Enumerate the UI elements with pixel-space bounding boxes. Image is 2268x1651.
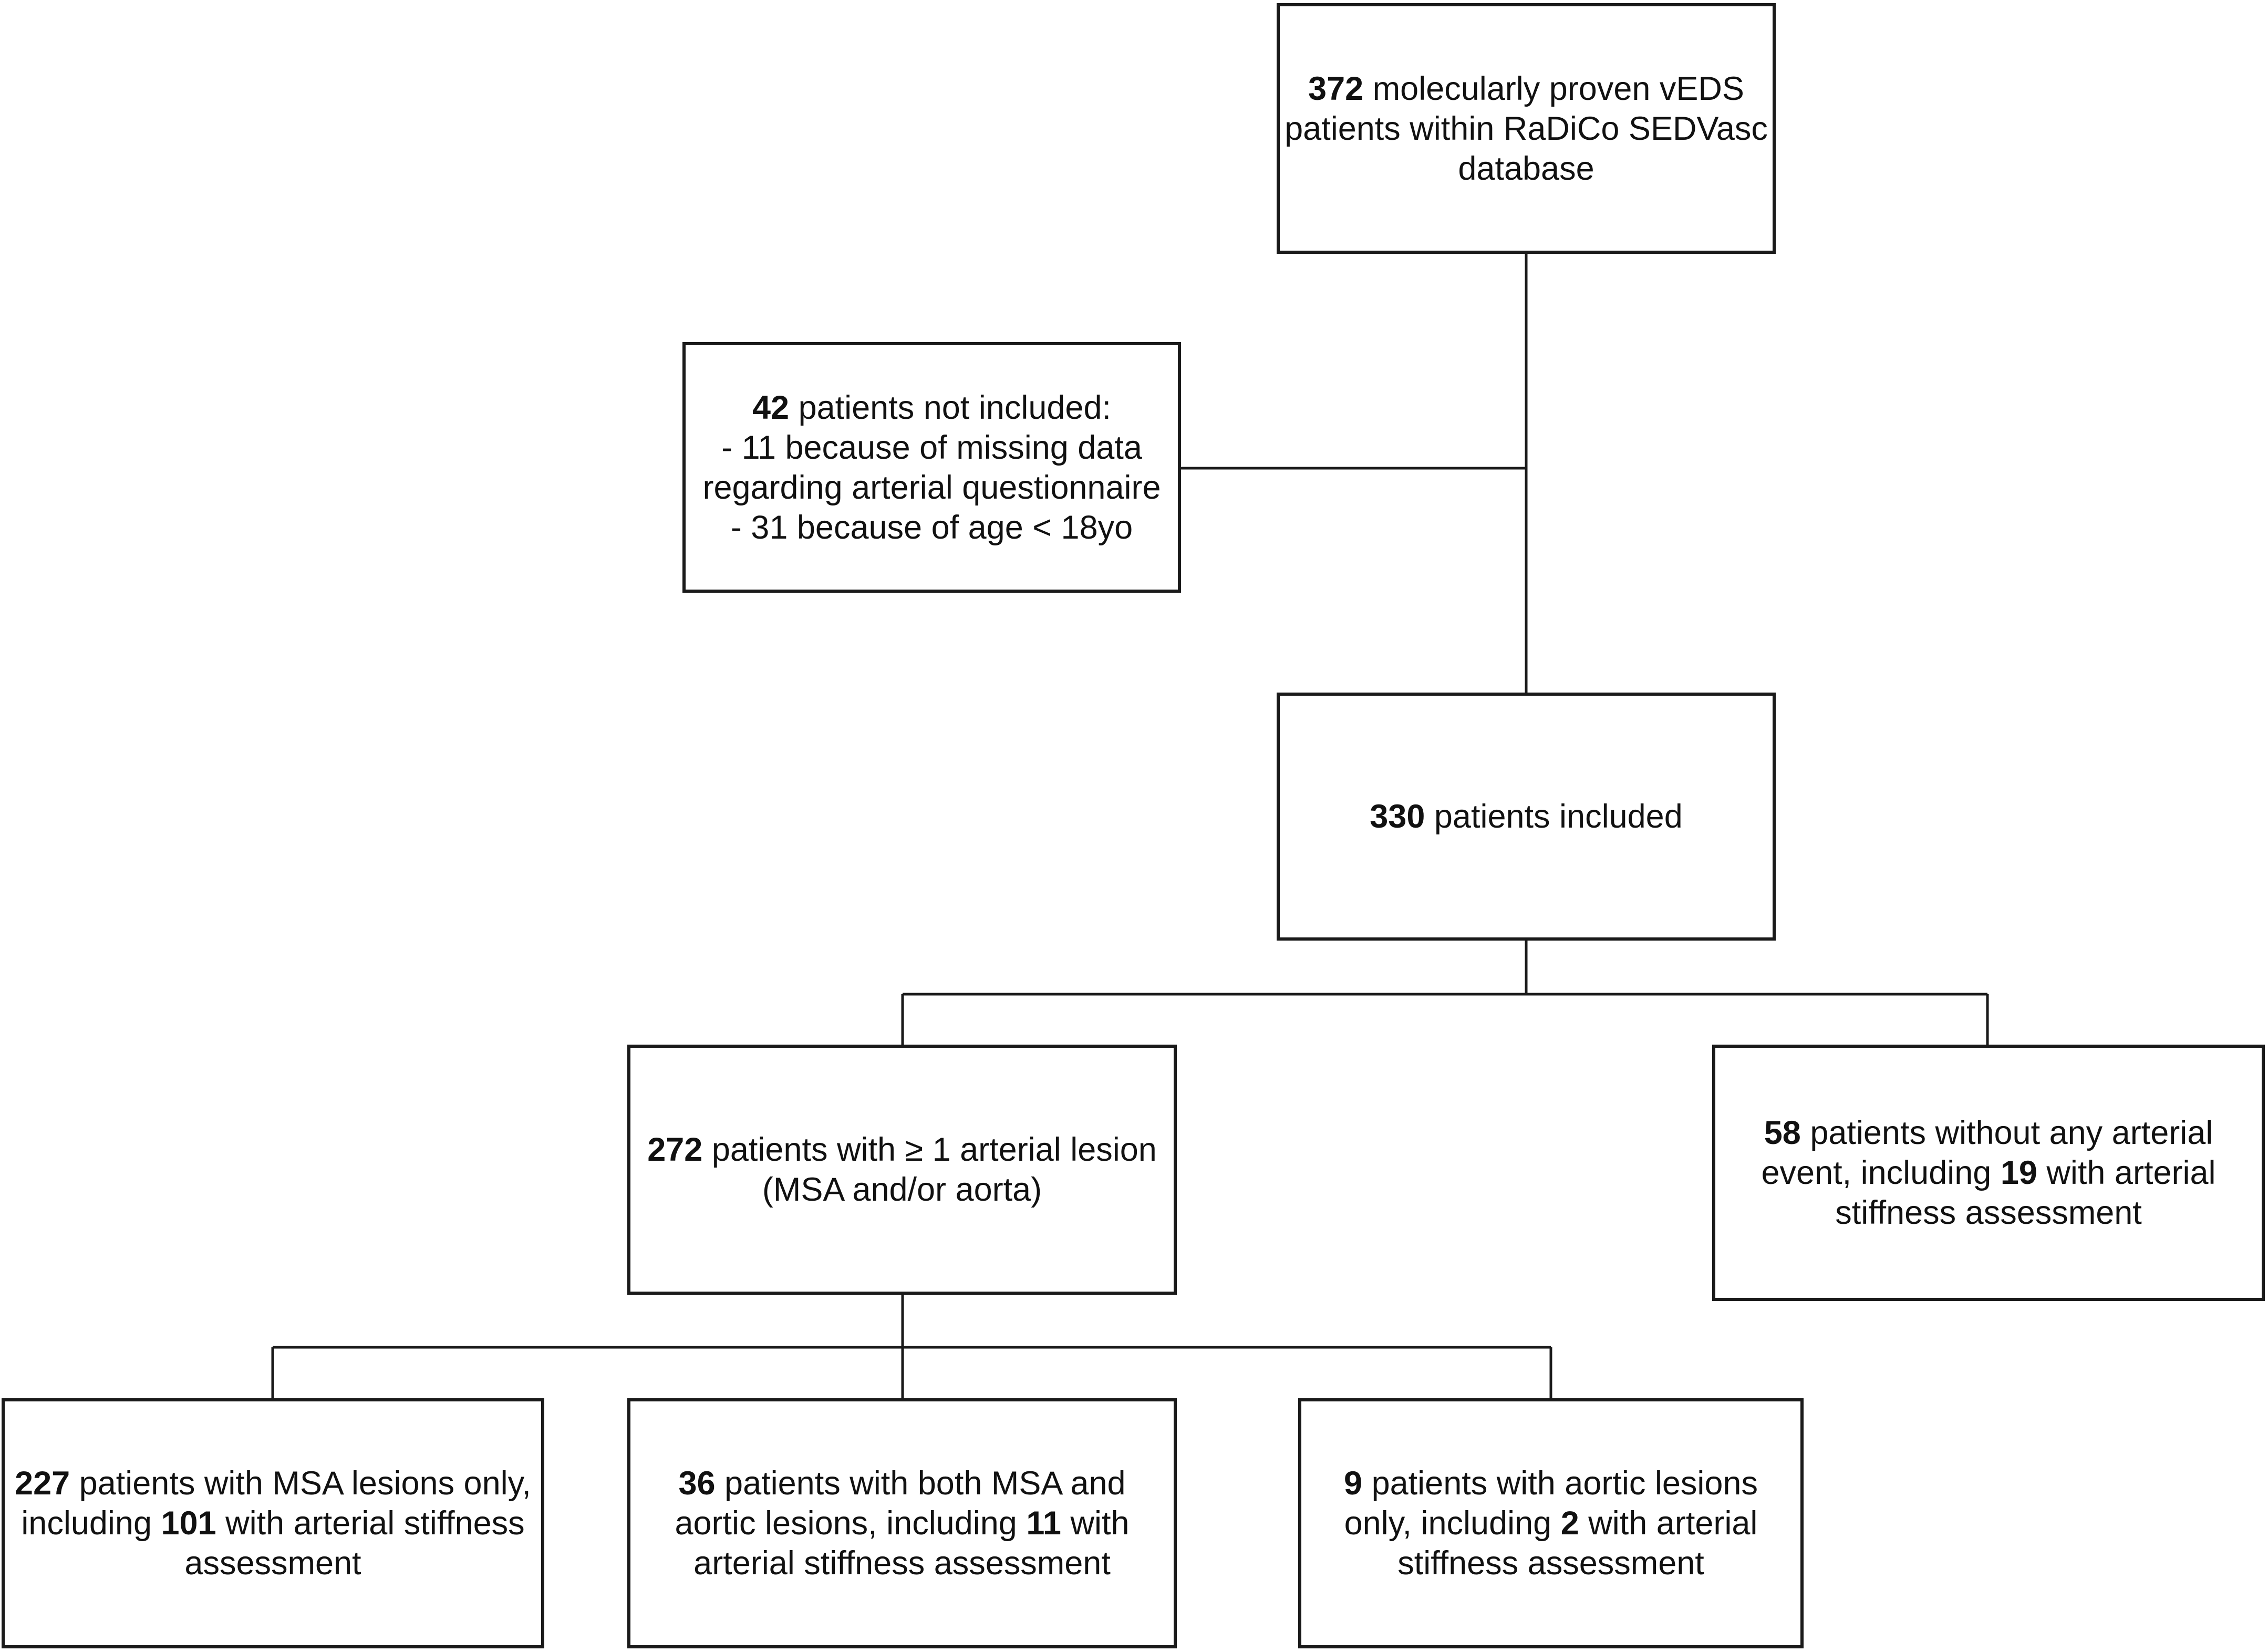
node-text: assessment — [184, 1545, 361, 1582]
count-value: 11 — [1026, 1505, 1061, 1542]
node-text: with arterial — [2037, 1154, 2216, 1191]
node-text: patients not included: — [789, 389, 1111, 426]
node-text: event, including — [1761, 1154, 2001, 1191]
node-text: - 31 because of age < 18yo — [730, 509, 1133, 546]
node-text-line: including 101 with arterial stiffness — [21, 1503, 524, 1543]
node-text-line: event, including 19 with arterial — [1762, 1153, 2216, 1193]
node-text-line: only, including 2 with arterial — [1344, 1503, 1758, 1543]
node-text-line: 58 patients without any arterial — [1764, 1113, 2213, 1153]
node-text: with — [1061, 1505, 1130, 1542]
node-text-line: (MSA and/or aorta) — [762, 1170, 1042, 1210]
node-text: stiffness assessment — [1835, 1194, 2142, 1231]
count-value: 19 — [2000, 1154, 2037, 1191]
node-text: aortic lesions, including — [675, 1505, 1027, 1542]
node-text: with arterial stiffness — [216, 1505, 525, 1542]
node-text: patients with MSA lesions only, — [70, 1465, 531, 1502]
node-text-line: aortic lesions, including 11 with — [675, 1503, 1129, 1543]
node-text-line: 36 patients with both MSA and — [678, 1463, 1125, 1503]
node-text: database — [1458, 150, 1594, 187]
node-text: arterial stiffness assessment — [693, 1545, 1111, 1582]
count-value: 2 — [1560, 1505, 1579, 1542]
node-text: (MSA and/or aorta) — [762, 1171, 1042, 1208]
node-included: 330 patients included — [1277, 693, 1776, 941]
node-text: - 11 because of missing data — [721, 429, 1142, 466]
count-value: 58 — [1764, 1115, 1801, 1151]
node-text: including — [21, 1505, 161, 1542]
count-value: 101 — [161, 1505, 216, 1542]
node-excluded: 42 patients not included:- 11 because of… — [682, 342, 1181, 593]
node-text: only, including — [1344, 1505, 1561, 1542]
node-text: patients with both MSA and — [715, 1465, 1126, 1502]
node-text: stiffness assessment — [1397, 1545, 1704, 1582]
node-text-line: arterial stiffness assessment — [693, 1543, 1111, 1583]
node-text: molecularly proven vEDS — [1363, 70, 1744, 107]
node-text: patients with ≥ 1 arterial lesion — [702, 1131, 1157, 1168]
node-text-line: 227 patients with MSA lesions only, — [15, 1463, 531, 1503]
node-msa-only: 227 patients with MSA lesions only,inclu… — [2, 1398, 544, 1648]
node-text-line: patients within RaDiCo SEDVasc — [1285, 109, 1768, 149]
node-text-line: stiffness assessment — [1397, 1543, 1704, 1583]
node-arterial-lesion: 272 patients with ≥ 1 arterial lesion(MS… — [627, 1045, 1177, 1295]
count-value: 36 — [678, 1465, 716, 1502]
node-text: with arterial — [1579, 1505, 1758, 1542]
count-value: 372 — [1308, 70, 1364, 107]
node-text-line: database — [1458, 149, 1594, 189]
count-value: 9 — [1344, 1465, 1363, 1502]
node-text: patients included — [1425, 798, 1683, 835]
node-text-line: 372 molecularly proven vEDS — [1308, 69, 1744, 109]
count-value: 42 — [752, 389, 790, 426]
node-text-line: stiffness assessment — [1835, 1193, 2142, 1233]
node-text: patients within RaDiCo SEDVasc — [1285, 110, 1768, 147]
node-text: patients without any arterial — [1800, 1115, 2213, 1151]
node-text: regarding arterial questionnaire — [702, 469, 1161, 506]
node-text-line: - 31 because of age < 18yo — [731, 508, 1133, 548]
node-text-line: 272 patients with ≥ 1 arterial lesion — [647, 1130, 1157, 1170]
count-value: 227 — [15, 1465, 70, 1502]
count-value: 272 — [647, 1131, 703, 1168]
node-text-line: 330 patients included — [1370, 797, 1682, 837]
node-text-line: regarding arterial questionnaire — [702, 468, 1161, 508]
node-text: patients with aortic lesions — [1362, 1465, 1758, 1502]
node-text-line: - 11 because of missing data — [721, 428, 1142, 468]
node-text-line: 9 patients with aortic lesions — [1344, 1463, 1758, 1503]
node-text-line: 42 patients not included: — [752, 388, 1111, 428]
count-value: 330 — [1370, 798, 1425, 835]
node-text-line: assessment — [184, 1543, 361, 1583]
